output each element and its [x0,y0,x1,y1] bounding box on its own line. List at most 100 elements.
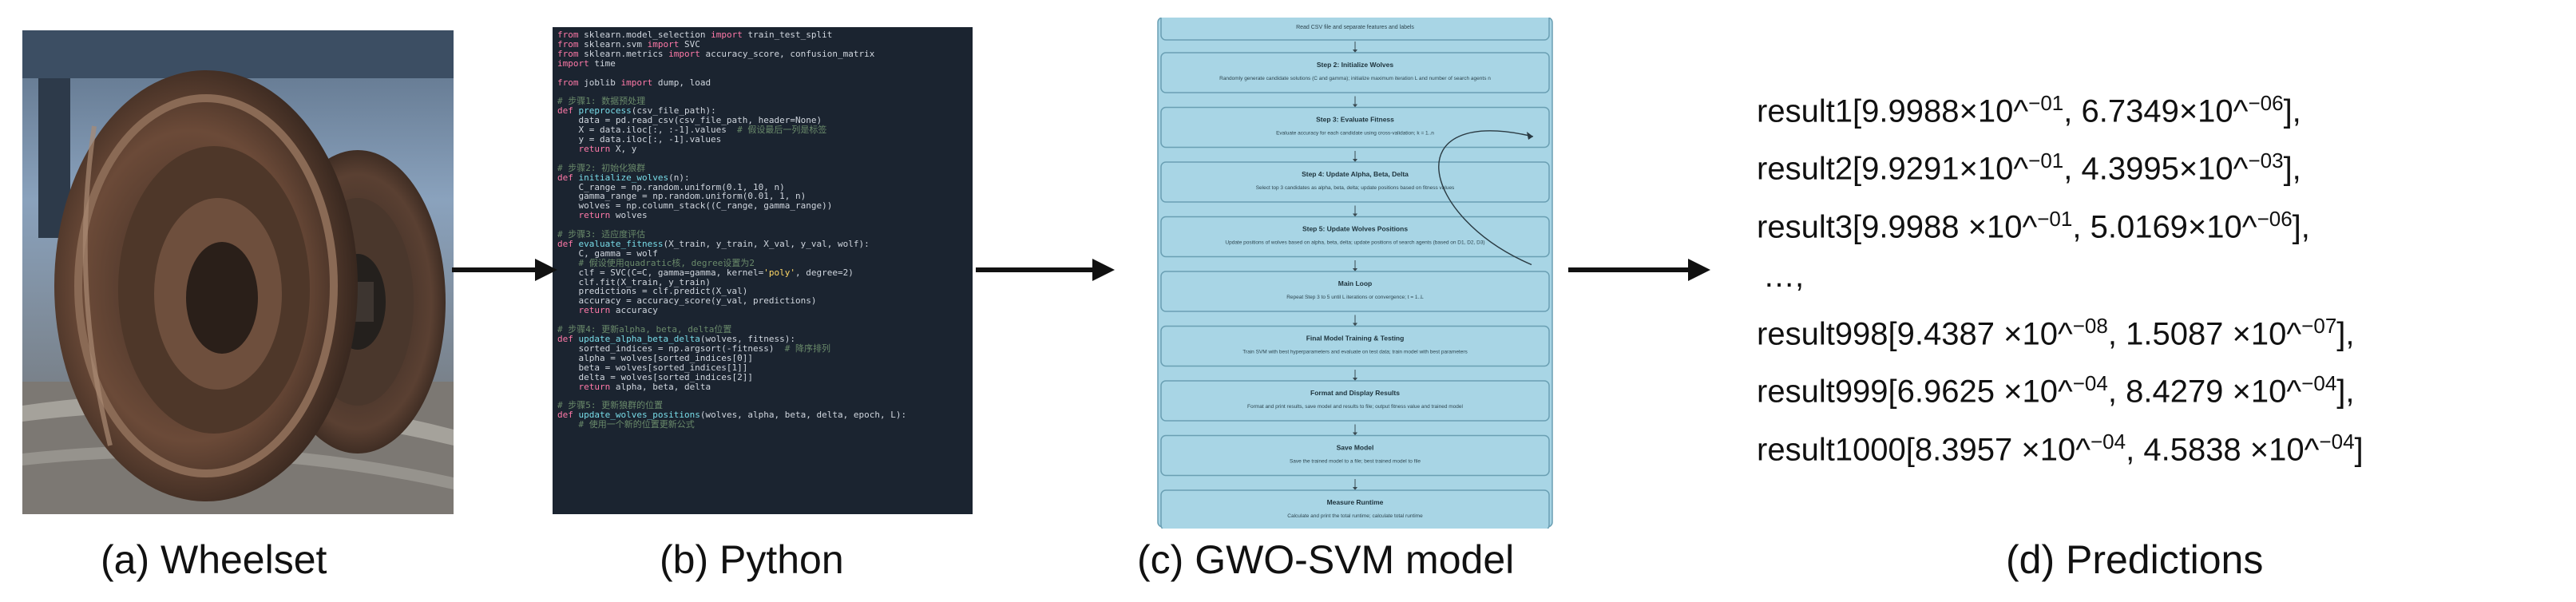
flow-step-box [1160,216,1550,258]
flow-arrowhead [1353,159,1357,162]
code-line: X = data.iloc[:, :-1].values # 假设最后一列是标签 [557,125,827,136]
code-line: clf = SVC(C=C, gamma=gamma, kernel='poly… [557,267,854,278]
code-listing: from sklearn.model_selection import trai… [553,27,973,433]
flow-step-box [1160,18,1550,41]
flow-step-box [1160,161,1550,203]
prediction-exponent: −04 [2319,429,2355,453]
gwo-svm-flowchart: Read CSV file and separate features and … [1157,18,1553,529]
prediction-text: , 4.5838 ×10^ [2126,431,2320,467]
flow-step-box [1160,325,1550,367]
code-line: accuracy = accuracy_score(y_val, predict… [578,295,817,307]
code-line: import time [557,57,616,69]
arrow-b-to-c [976,259,1115,281]
code-line: from sklearn.model_selection import trai… [557,30,833,40]
flow-step-box [1160,106,1550,149]
flow-arrowhead [1353,104,1357,108]
flow-step-box [1160,271,1550,312]
flow-step-title: Step 3: Evaluate Fitness [1316,116,1394,124]
flow-step-title: Final Model Training & Testing [1306,335,1405,343]
code-line: # 步骤5: 更新狼群的位置 [557,400,664,411]
flow-step-title: Save Model [1337,444,1374,452]
code-line: def initialize_wolves(n): [557,172,690,183]
flow-step-desc: Read CSV file and separate features and … [1296,25,1414,30]
wheelset-photo [22,30,454,514]
flow-step-desc: Format and print results, save model and… [1247,404,1463,410]
code-line: from sklearn.svm import SVC [557,38,700,50]
prediction-exponent: −01 [2028,149,2064,173]
caption-gwo-svm: (c) GWO-SVM model [1137,537,1515,582]
code-line: data = pd.read_csv(csv_file_path, header… [578,115,822,126]
code-line: # 步骤3: 适应度评估 [557,229,646,240]
prediction-text: ], [2283,93,2301,129]
prediction-text: ] [2354,431,2364,467]
prediction-text: ], [2336,316,2355,352]
code-line: def update_wolves_positions(wolves, alph… [557,410,907,421]
code-line: sorted_indices = np.argsort(-fitness) # … [557,343,831,354]
flow-step-box [1160,434,1550,477]
code-line: delta = wolves[sorted_indices[2]] [578,371,754,382]
flow-arrowhead [1353,213,1357,217]
prediction-line: result998[9.4387 ×10^−08, 1.5087 ×10^−07… [1757,301,2563,358]
prediction-line: …, [1757,251,2563,301]
arrow-c-to-d [1568,259,1710,281]
caption-predictions: (d) Predictions [2006,537,2264,582]
flow-step-desc: Evaluate accuracy for each candidate usi… [1276,131,1434,137]
prediction-exponent: −04 [2072,371,2108,396]
flow-arrowhead [1353,487,1357,490]
prediction-text: result998[9.4387 ×10^ [1757,316,2073,352]
flow-arrowhead [1353,268,1357,271]
prediction-text: ], [2283,151,2301,187]
code-line: wolves = np.column_stack((C_range, gamma… [578,200,833,212]
prediction-text: …, [1763,258,1805,294]
prediction-exponent: −06 [2257,206,2293,231]
code-line: predictions = clf.predict(X_val) [578,286,748,297]
flow-step-title: Main Loop [1338,279,1373,287]
prediction-text: , 5.0169×10^ [2072,208,2257,244]
prediction-exponent: −01 [2028,91,2064,115]
flow-arrowhead [1353,323,1357,327]
flow-step-title: Step 2: Initialize Wolves [1317,61,1393,69]
code-line: y = data.iloc[:, -1].values [578,133,722,145]
prediction-exponent: −01 [2037,206,2073,231]
loop-arrowhead [1527,132,1533,140]
prediction-text: result3[9.9988 ×10^ [1757,208,2038,244]
prediction-line: result999[6.9625 ×10^−04, 8.4279 ×10^−04… [1757,358,2563,416]
prediction-text: result999[6.9625 ×10^ [1757,374,2073,410]
prediction-text: , 6.7349×10^ [2063,93,2249,129]
flow-step-desc: Calculate and print the total runtime; c… [1287,513,1423,519]
code-line: return X, y [578,143,637,154]
flow-step-title: Step 5: Update Wolves Positions [1302,225,1408,233]
flow-arrowhead [1353,378,1357,381]
flow-step-title: Step 4: Update Alpha, Beta, Delta [1302,170,1409,178]
flow-step-desc: Select top 3 candidates as alpha, beta, … [1256,185,1455,191]
flow-step-desc: Update positions of wolves based on alph… [1225,240,1484,246]
flow-step-desc: Train SVM with best hyperparameters and … [1242,350,1468,355]
flow-arrowhead [1353,50,1357,53]
prediction-exponent: −04 [2091,429,2126,453]
prediction-line: result1[9.9988×10^−01, 6.7349×10^−06], [1757,78,2563,136]
caption-wheelset: (a) Wheelset [101,537,327,582]
code-line: clf.fit(X_train, y_train) [578,276,711,287]
flow-step-box [1160,489,1550,529]
flow-arrowhead [1353,432,1357,436]
flow-step-box [1160,380,1550,422]
code-line: return alpha, beta, delta [578,381,711,392]
caption-python: (b) Python [660,537,844,582]
loop-arrow [1438,130,1534,266]
prediction-line: result2[9.9291×10^−01, 4.3995×10^−03], [1757,136,2563,193]
prediction-text: result1[9.9988×10^ [1757,93,2029,129]
prediction-exponent: −06 [2248,91,2284,115]
code-line: C, gamma = wolf [578,248,658,259]
flow-step-desc: Save the trained model to a file; best t… [1290,459,1421,465]
code-line: # 步骤1: 数据预处理 [557,96,646,107]
prediction-text: , 4.3995×10^ [2063,151,2249,187]
arrow-a-to-b [452,259,557,281]
flow-step-title: Measure Runtime [1327,498,1384,506]
prediction-text: , 1.5087 ×10^ [2107,316,2302,352]
prediction-line: result3[9.9988 ×10^−01, 5.0169×10^−06], [1757,194,2563,251]
code-line: # 步骤2: 初始化狼群 [557,162,646,173]
prediction-text: result2[9.9291×10^ [1757,151,2029,187]
prediction-exponent: −04 [2301,371,2337,396]
predictions-list: result1[9.9988×10^−01, 6.7349×10^−06],re… [1757,78,2563,474]
flow-step-desc: Repeat Step 3 to 5 until L iterations or… [1286,295,1424,300]
